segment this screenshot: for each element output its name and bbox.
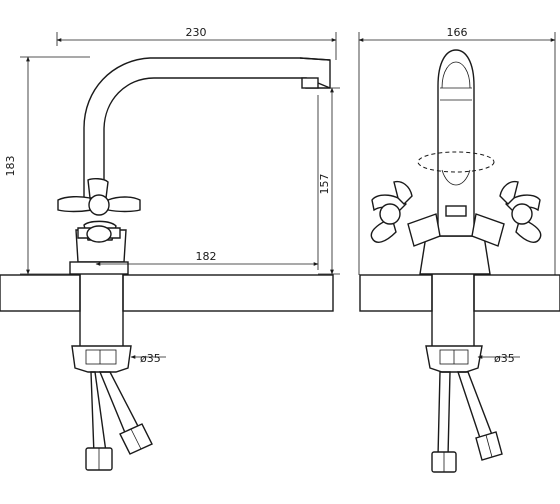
- dim-spout-height: 157: [318, 174, 331, 195]
- dim-line-183: [20, 56, 90, 275]
- dim-total-height: 183: [4, 156, 17, 177]
- cross-handle-side: [57, 177, 141, 243]
- hose-fitting-right-a: [431, 451, 457, 473]
- handle-left-front: [370, 180, 441, 247]
- hose-fitting-left-a: [85, 447, 113, 471]
- hose-right-b: [457, 371, 495, 445]
- dim-hose-diameter-right: ø35: [494, 352, 515, 365]
- dim-hose-diameter-left: ø35: [140, 352, 161, 365]
- handle-right-front: [471, 180, 542, 247]
- mounting-nut-left: [71, 345, 132, 373]
- hose-right-a: [437, 371, 451, 457]
- faucet-body-side: [69, 57, 331, 275]
- threaded-shank-left: [79, 267, 124, 349]
- faucet-body-front: [417, 49, 495, 275]
- counter-surface-right: [359, 274, 560, 312]
- counter-surface-left: [0, 274, 334, 312]
- side-view: 230 183 157 182 ø35: [0, 26, 340, 471]
- front-view: 166 ø35: [358, 26, 560, 473]
- mounting-nut-right: [425, 345, 483, 373]
- dim-spout-reach: 230: [186, 26, 207, 39]
- hose-fitting-left-b: [119, 423, 153, 455]
- dim-line-230: [56, 32, 337, 60]
- hose-fitting-right-b: [475, 431, 503, 461]
- threaded-shank-right: [431, 267, 475, 349]
- dim-line-157: [317, 87, 340, 275]
- dim-handle-span: 166: [447, 26, 468, 39]
- hose-left-a: [90, 371, 107, 456]
- dim-spout-offset: 182: [196, 250, 217, 263]
- dim-line-166: [358, 32, 556, 275]
